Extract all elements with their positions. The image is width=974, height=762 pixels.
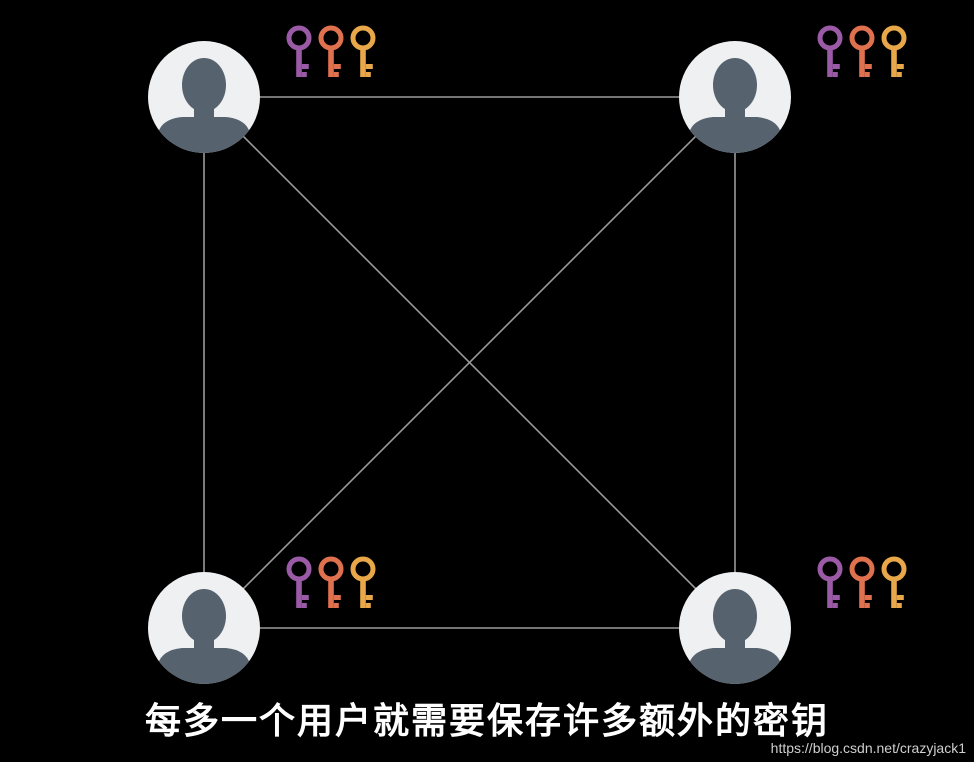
yellow-key-icon <box>350 25 376 77</box>
yellow-key-icon <box>881 556 907 608</box>
key-group <box>286 25 376 77</box>
key-group <box>817 556 907 608</box>
purple-key-icon <box>286 25 312 77</box>
caption-subtitle: 每多一个用户就需要保存许多额外的密钥 <box>144 701 829 742</box>
key-group <box>286 556 376 608</box>
purple-key-icon <box>817 556 843 608</box>
watermark-url: https://blog.csdn.net/crazyjack1 <box>770 740 966 756</box>
user-node-top-left <box>148 25 376 153</box>
user-silhouette-icon <box>156 589 252 684</box>
orange-key-icon <box>849 556 875 608</box>
yellow-key-icon <box>881 25 907 77</box>
user-silhouette-icon <box>687 589 783 684</box>
connection-lines <box>203 96 736 629</box>
user-silhouette-icon <box>156 58 252 153</box>
orange-key-icon <box>318 25 344 77</box>
orange-key-icon <box>849 25 875 77</box>
key-group <box>817 25 907 77</box>
purple-key-icon <box>286 556 312 608</box>
orange-key-icon <box>318 556 344 608</box>
user-nodes <box>148 25 907 684</box>
user-node-top-right <box>679 25 907 153</box>
user-node-bottom-left <box>148 556 376 684</box>
connection-line-top-right-bottom-left <box>203 96 736 629</box>
user-silhouette-icon <box>687 58 783 153</box>
user-node-bottom-right <box>679 556 907 684</box>
purple-key-icon <box>817 25 843 77</box>
yellow-key-icon <box>350 556 376 608</box>
